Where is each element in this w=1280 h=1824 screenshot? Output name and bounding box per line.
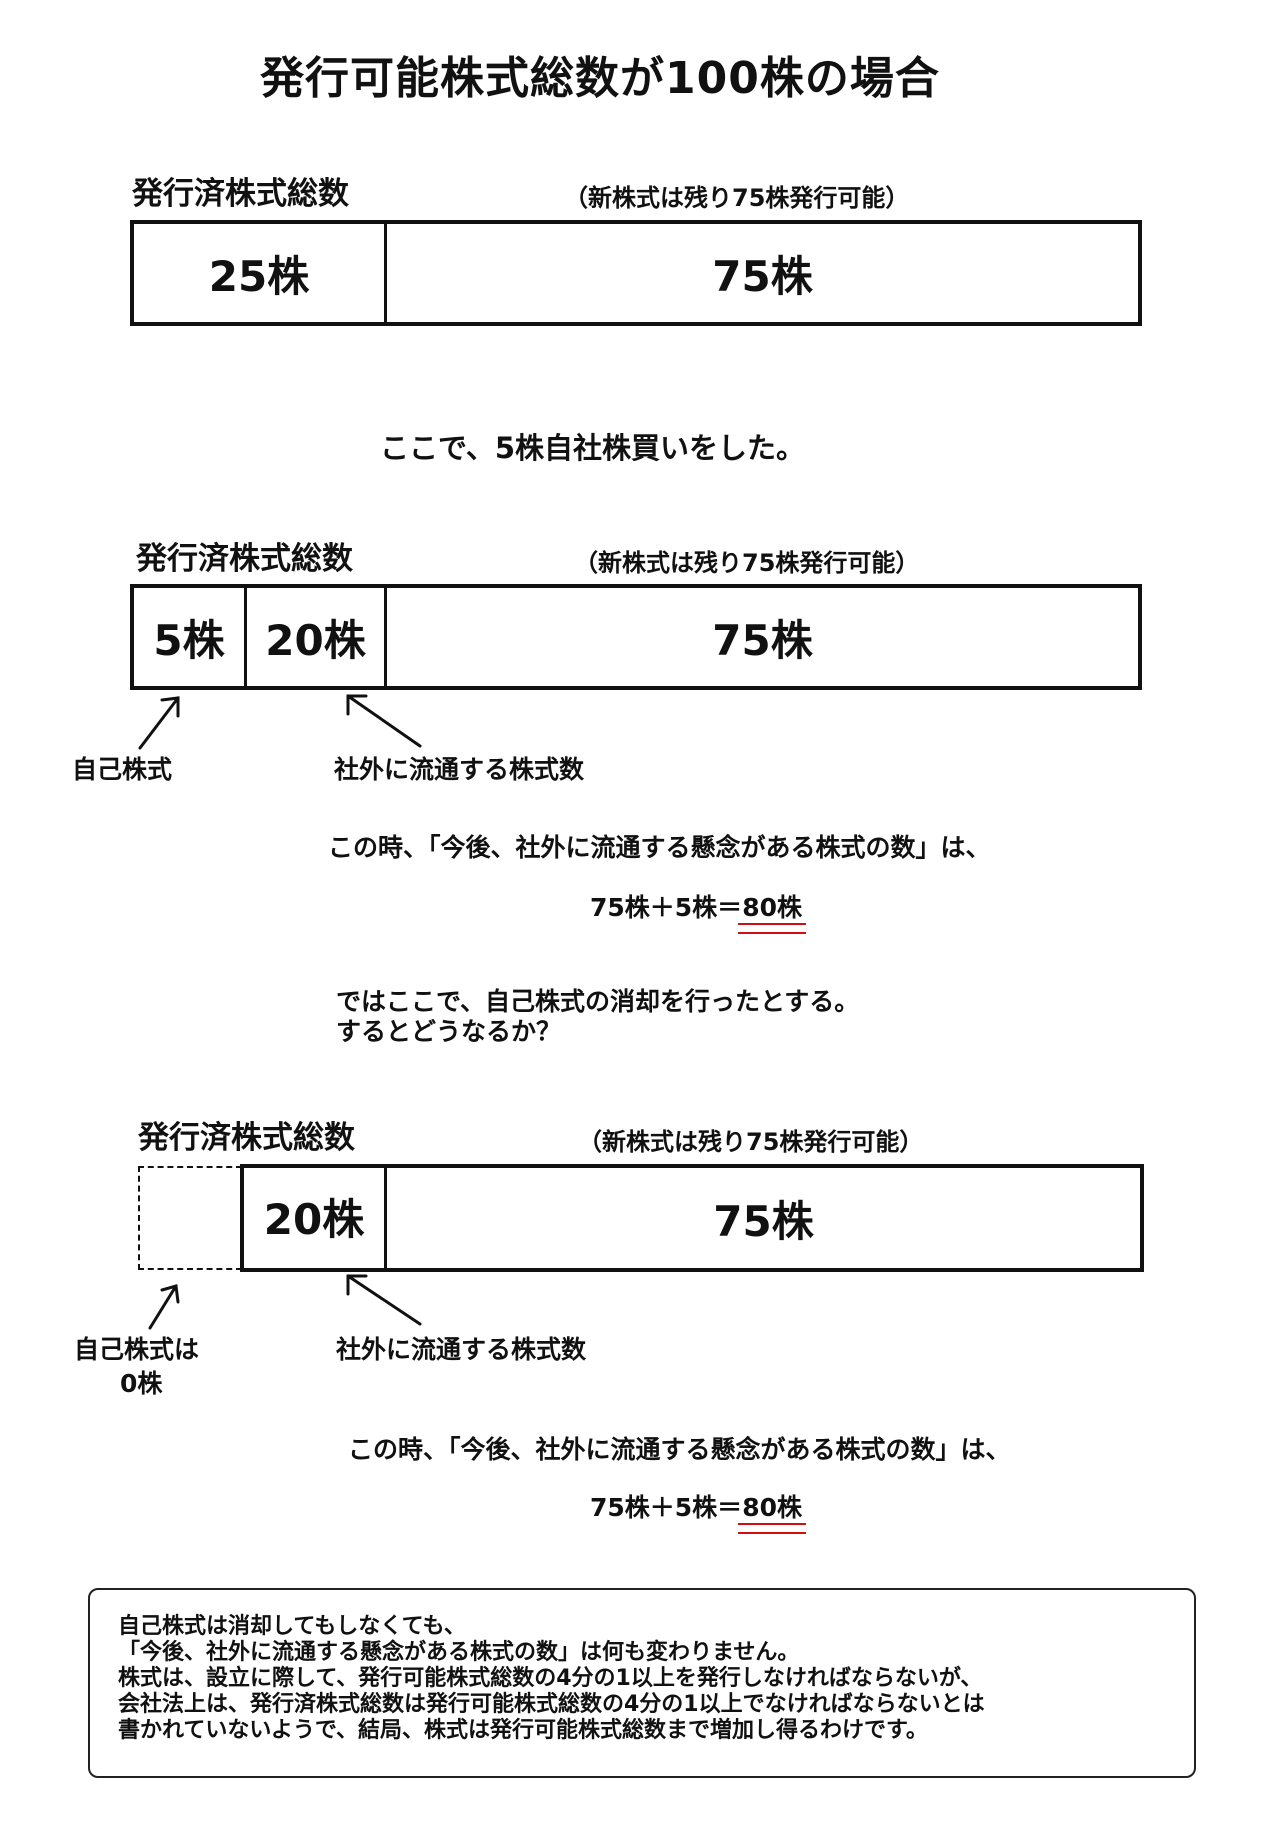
arrow-to-outstanding-2	[346, 694, 422, 748]
section3-segment-outstanding: 20株	[263, 1195, 365, 1244]
section2-equation-expression: 75株＋5株＝	[590, 893, 743, 922]
section2-segment-remaining: 75株	[384, 588, 1138, 686]
arrowhead-to-outstanding-2	[346, 694, 368, 716]
section3-label-outstanding: 社外に流通する株式数	[336, 1335, 587, 1364]
question-line-1: ではここで、自己株式の消却を行ったとする。	[336, 987, 860, 1016]
question-line-2: するとどうなるか？	[336, 1017, 562, 1046]
page-title: 発行可能株式総数が100株の場合	[260, 53, 940, 104]
section3-equation: 75株＋5株＝80株	[590, 1488, 806, 1534]
section3-cancelled-treasury-box	[138, 1166, 242, 1270]
section3-segment-remaining: 75株	[384, 1168, 1140, 1268]
section1-segment-issued: 25株	[208, 251, 310, 301]
summary-line-1: 自己株式は消却してもしなくても、	[118, 1614, 466, 1639]
section3-label-treasury-line1: 自己株式は	[74, 1335, 200, 1364]
arrow-to-treasury-3	[148, 1284, 178, 1330]
section3-statement: この時、「今後、社外に流通する懸念がある株式の数」は、	[348, 1435, 1011, 1464]
section3-bar: 20株 75株	[240, 1164, 1144, 1272]
section2-heading: 発行済株式総数	[136, 541, 353, 577]
section3-label-treasury-line2: 0株	[120, 1369, 163, 1398]
section3-note: （新株式は残り75株発行可能）	[578, 1128, 924, 1156]
section2-equation-result: 80株	[738, 888, 806, 934]
summary-line-3: 株式は、設立に際して、発行可能株式総数の4分の1以上を発行しなければならないが、	[118, 1666, 983, 1691]
buyback-statement: ここで、5株自社株買いをした。	[380, 431, 806, 465]
arrow-to-outstanding-3	[346, 1274, 422, 1326]
summary-line-5: 書かれていないようで、結局、株式は発行可能株式総数まで増加し得るわけです。	[118, 1718, 928, 1743]
section3-heading: 発行済株式総数	[138, 1120, 355, 1156]
section2-equation: 75株＋5株＝80株	[590, 888, 806, 934]
section3-equation-expression: 75株＋5株＝	[590, 1493, 743, 1522]
section2-segment-treasury: 5株	[153, 615, 225, 665]
section1-heading: 発行済株式総数	[132, 176, 349, 212]
summary-box: 自己株式は消却してもしなくても、 「今後、社外に流通する懸念がある株式の数」は何…	[88, 1588, 1196, 1778]
summary-line-2: 「今後、社外に流通する懸念がある株式の数」は何も変わりません。	[118, 1640, 800, 1665]
section1-bar: 25株 75株	[130, 220, 1142, 326]
section2-label-outstanding: 社外に流通する株式数	[334, 755, 585, 784]
section2-segment-outstanding: 20株	[244, 588, 384, 686]
section2-label-treasury: 自己株式	[72, 755, 173, 784]
arrowhead-to-treasury-2	[160, 696, 180, 718]
section2-statement: この時、「今後、社外に流通する懸念がある株式の数」は、	[328, 833, 991, 862]
section2-bar: 5株 20株 75株	[130, 584, 1142, 690]
section3-equation-result: 80株	[738, 1488, 806, 1534]
arrow-to-treasury-2	[138, 696, 180, 750]
summary-line-4: 会社法上は、発行済株式総数は発行可能株式総数の4分の1以上でなければならないとは	[118, 1692, 985, 1717]
arrowhead-to-outstanding-3	[346, 1274, 368, 1296]
arrowhead-to-treasury-3	[160, 1284, 180, 1304]
section2-note: （新株式は残り75株発行可能）	[574, 549, 920, 577]
section1-segment-remaining: 75株	[384, 224, 1138, 322]
section1-note: （新株式は残り75株発行可能）	[564, 184, 910, 212]
